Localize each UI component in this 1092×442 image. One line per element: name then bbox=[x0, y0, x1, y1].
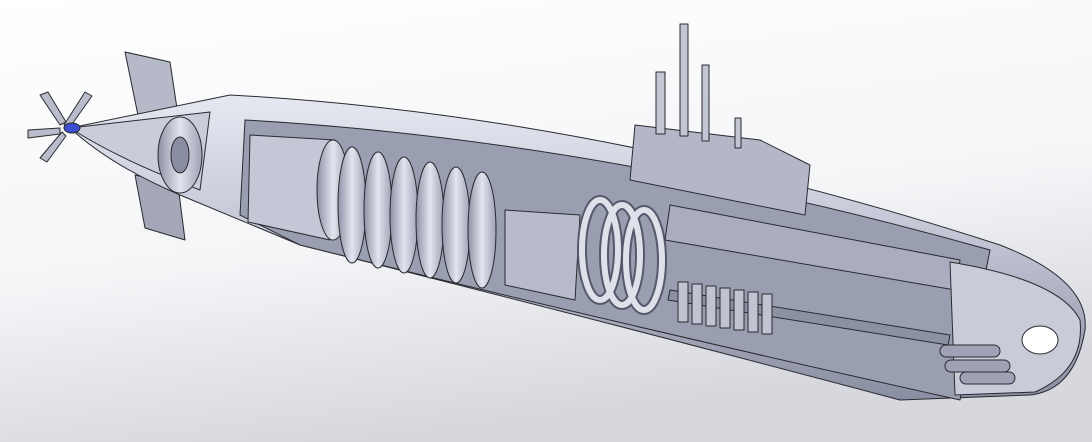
periscope bbox=[679, 23, 689, 137]
antenna bbox=[734, 117, 742, 149]
propeller-hub bbox=[63, 122, 81, 134]
compartment-frames bbox=[337, 146, 497, 289]
battery-banks bbox=[677, 281, 773, 335]
turbine bbox=[504, 209, 581, 301]
propeller bbox=[27, 91, 93, 163]
mast bbox=[701, 64, 710, 142]
sonar-dome bbox=[1021, 325, 1059, 355]
submarine bbox=[27, 23, 1086, 401]
snorkel bbox=[655, 71, 666, 135]
torpedo-tubes bbox=[939, 344, 1016, 385]
reactor-vessel bbox=[247, 134, 336, 241]
